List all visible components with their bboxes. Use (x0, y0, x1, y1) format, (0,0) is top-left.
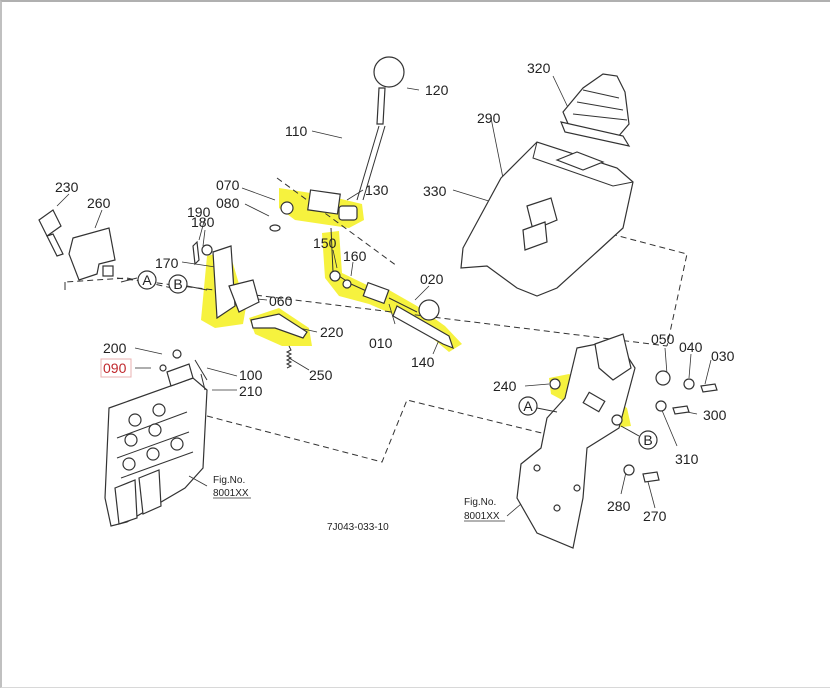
label-220: 220 (320, 324, 344, 340)
callout-a-right-text: A (523, 398, 533, 414)
linkage-rods (329, 227, 454, 350)
nut-160 (342, 279, 352, 289)
part-labels: 120 110 320 290 330 230 260 070 080 130 … (55, 60, 735, 524)
label-330 (526, 197, 558, 231)
label-190: 190 (187, 204, 211, 220)
mounting-plate-assembly (516, 333, 718, 549)
label-310: 310 (675, 451, 699, 467)
bolt-030 (700, 383, 718, 393)
label-320: 320 (527, 60, 551, 76)
bolt-300 (672, 405, 690, 415)
label-110: 110 (285, 123, 308, 139)
highlight-150-010-140 (322, 231, 462, 352)
label-130: 130 (365, 182, 389, 198)
lever-knob (373, 56, 405, 88)
bushing-150 (329, 270, 341, 282)
reference-lines (64, 177, 688, 463)
label-160: 160 (343, 248, 367, 264)
callout-a-right (518, 396, 538, 416)
fig-ref-left-line1: Fig.No. (213, 475, 245, 486)
drawing-code: 7J043-033-10 (327, 522, 389, 533)
lever-bracket (307, 189, 341, 215)
label-280: 280 (607, 498, 631, 514)
fig-ref-right-line1: Fig.No. (464, 497, 496, 508)
bushing-240b (582, 391, 606, 413)
label-010: 010 (369, 335, 393, 351)
fitting-200 (172, 349, 182, 359)
cover-opening (555, 151, 605, 171)
pin-190 (192, 240, 200, 266)
washer-180 (201, 244, 213, 256)
fig-ref-left-line2: 8001XX (213, 488, 249, 499)
label-100: 100 (239, 367, 263, 383)
knob-bracket-assembly (38, 209, 116, 290)
label-170: 170 (155, 255, 179, 271)
label-250: 250 (309, 367, 333, 383)
knob-230 (38, 209, 62, 237)
rod-140 (392, 305, 454, 350)
label-050: 050 (651, 331, 675, 347)
nut-280 (623, 464, 635, 476)
washer-080 (269, 224, 281, 232)
label-150: 150 (313, 235, 337, 251)
label-180: 180 (191, 214, 215, 230)
label-140: 140 (411, 354, 435, 370)
spring-250 (285, 345, 293, 369)
bracket-260 (68, 227, 116, 281)
label-070: 070 (216, 177, 240, 193)
diagram-canvas: A B A B 120 110 320 290 330 230 260 070 … (17, 28, 772, 573)
label-290: 290 (477, 110, 501, 126)
clevis-010 (362, 281, 390, 305)
label-230: 230 (55, 179, 79, 195)
label-020: 020 (420, 271, 444, 287)
callouts: A B A B (120, 270, 658, 450)
callout-a-left (137, 270, 157, 290)
callout-b-left (168, 274, 188, 294)
label-090: 090 (103, 360, 127, 376)
nut-040 (683, 378, 695, 390)
arm-220 (250, 313, 308, 339)
callout-a-left-text: A (142, 272, 152, 288)
lever-guide-assembly (192, 240, 308, 369)
plate-right (516, 339, 636, 549)
bushing-240a (549, 378, 561, 390)
label-200: 200 (103, 340, 127, 356)
guide-plate-170 (212, 245, 236, 320)
pin-090 (159, 364, 167, 372)
parts-diagram: A B A B 120 110 320 290 330 230 260 070 … (38, 56, 735, 549)
label-030: 030 (711, 348, 735, 364)
label-120: 120 (425, 82, 449, 98)
label-040: 040 (679, 339, 703, 355)
washer-050 (655, 370, 671, 386)
callout-b-right-text: B (643, 432, 652, 448)
ball-joint-020 (418, 299, 440, 321)
label-240: 240 (493, 378, 517, 394)
console-cover-assembly (460, 73, 634, 297)
plate-060 (228, 279, 260, 313)
nut-310 (655, 400, 667, 412)
callout-b-left-text: B (173, 276, 182, 292)
shift-lever-assembly (269, 56, 405, 232)
fig-refs: Fig.No. 8001XX Fig.No. 8001XX 7J043-033-… (188, 475, 522, 533)
pin-070 (280, 201, 294, 215)
fig-ref-right-line2: 8001XX (464, 511, 500, 522)
pivot-bushing (338, 205, 358, 221)
bolt-270 (642, 471, 660, 483)
callout-b-right (638, 430, 658, 450)
label-060: 060 (269, 293, 293, 309)
label-090-box (100, 358, 132, 378)
label-210: 210 (239, 383, 263, 399)
label-270: 270 (643, 508, 667, 524)
label-080: 080 (216, 195, 240, 211)
label-300: 300 (703, 407, 727, 423)
label-260: 260 (87, 195, 111, 211)
label-330: 330 (423, 183, 447, 199)
lever-grip (376, 87, 386, 125)
linkage-100 (194, 359, 208, 391)
valve-block (104, 349, 208, 527)
bracket-nut (102, 265, 114, 277)
